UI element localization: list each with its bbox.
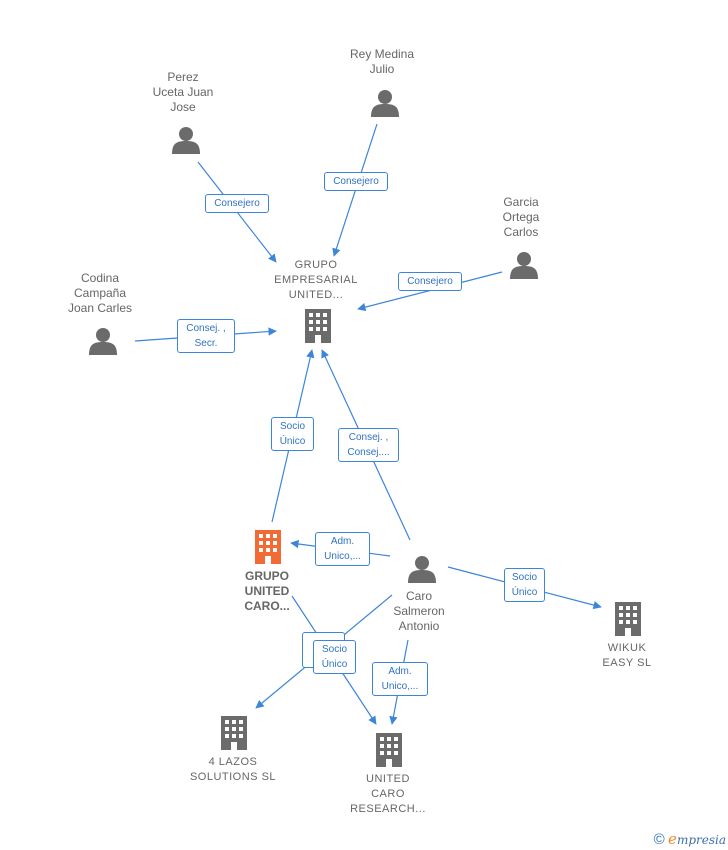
label-line: Salmeron bbox=[393, 604, 445, 618]
person-icon-rey[interactable] bbox=[371, 90, 399, 117]
edge-label-line: Consejero bbox=[407, 276, 453, 287]
edge-label-line: Consej.... bbox=[347, 447, 390, 458]
label-line: Codina bbox=[80, 271, 120, 285]
node-label-codina[interactable]: Codina Campaña Joan Carles bbox=[45, 271, 155, 316]
label-line: Ortega bbox=[502, 210, 540, 224]
label-line: EMPRESARIAL bbox=[274, 274, 358, 286]
building-icon-grupo-united-caro[interactable] bbox=[255, 530, 281, 564]
label-line: UNITED bbox=[244, 584, 290, 598]
label-line: UNITED bbox=[366, 773, 410, 785]
node-label-garcia[interactable]: Garcia Ortega Carlos bbox=[466, 195, 576, 240]
label-line: Carlos bbox=[503, 225, 539, 239]
edge-label-caro-guc[interactable]: Adm. Unico,... bbox=[315, 532, 370, 566]
edge-label-line: Unico,... bbox=[324, 551, 361, 562]
edge-label-line: Adm. bbox=[330, 536, 355, 547]
edge-label-caro-grupo[interactable]: Consej. , Consej.... bbox=[338, 428, 399, 462]
label-line: Rey Medina bbox=[349, 47, 415, 61]
edge-label-guc-research[interactable]: Socio Único bbox=[313, 640, 356, 674]
edge-label-caro-research[interactable]: Adm. Unico,... bbox=[372, 662, 428, 696]
label-line: UNITED... bbox=[288, 289, 344, 301]
label-line: CARO bbox=[371, 788, 405, 800]
edge-label-line: Socio bbox=[511, 572, 537, 583]
node-label-grupo-united-caro[interactable]: GRUPO UNITED CARO... bbox=[212, 569, 322, 614]
edge-label-line: Único bbox=[511, 587, 538, 598]
empresia-logo[interactable]: © empresia bbox=[654, 830, 726, 848]
label-line: Campaña bbox=[73, 286, 127, 300]
building-icon-united-caro-research[interactable] bbox=[376, 733, 402, 767]
label-line: Garcia bbox=[503, 195, 539, 209]
label-line: Uceta Juan bbox=[152, 85, 214, 99]
label-line: SOLUTIONS SL bbox=[189, 771, 277, 783]
edge-label-line: Consej. , bbox=[186, 323, 226, 334]
label-line: CARO... bbox=[244, 599, 290, 613]
node-label-lazos[interactable]: 4 LAZOS SOLUTIONS SL bbox=[178, 755, 288, 785]
edge-label-line: Adm. bbox=[388, 666, 412, 677]
label-line: Perez bbox=[167, 70, 199, 84]
label-line: Caro bbox=[405, 589, 432, 603]
edge-label-codina-grupo[interactable]: Consej. , Secr. bbox=[177, 319, 235, 353]
node-label-perez[interactable]: Perez Uceta Juan Jose bbox=[128, 70, 238, 115]
edge-label-line: Único bbox=[279, 436, 306, 447]
label-line: GRUPO bbox=[294, 259, 338, 271]
edge-label-line: Consej. , bbox=[348, 432, 389, 443]
node-label-wikuk[interactable]: WIKUK EASY SL bbox=[572, 641, 682, 671]
edge-label-line: Socio bbox=[279, 421, 305, 432]
person-icon-caro[interactable] bbox=[408, 556, 436, 583]
building-icon-grupo-empresarial[interactable] bbox=[305, 309, 331, 343]
brand-name: mpresia bbox=[676, 833, 726, 847]
node-label-united-caro-research[interactable]: UNITED CARO RESEARCH... bbox=[333, 772, 443, 817]
edge-label-rey-grupo[interactable]: Consejero bbox=[324, 172, 388, 191]
label-line: EASY SL bbox=[602, 657, 652, 669]
edge-label-line: Único bbox=[321, 659, 348, 670]
person-icon-perez[interactable] bbox=[172, 127, 200, 154]
building-icon-lazos[interactable] bbox=[221, 716, 247, 750]
node-label-caro[interactable]: Caro Salmeron Antonio bbox=[364, 589, 474, 634]
label-line: 4 LAZOS bbox=[208, 756, 258, 768]
edge-label-line: Unico,... bbox=[381, 681, 419, 692]
person-icon-codina[interactable] bbox=[89, 328, 117, 355]
edge-label-perez-grupo[interactable]: Consejero bbox=[205, 194, 269, 213]
label-line: Antonio bbox=[398, 619, 440, 633]
building-icon-wikuk[interactable] bbox=[615, 602, 641, 636]
edge-label-line: Consejero bbox=[214, 198, 260, 209]
node-label-grupo-empresarial[interactable]: GRUPO EMPRESARIAL UNITED... bbox=[261, 258, 371, 303]
label-line: RESEARCH... bbox=[350, 803, 426, 815]
label-line: Jose bbox=[170, 100, 196, 114]
person-icon-garcia[interactable] bbox=[510, 252, 538, 279]
edge-label-caro-wikuk[interactable]: Socio Único bbox=[504, 568, 545, 602]
label-line: WIKUK bbox=[607, 642, 647, 654]
copyright-icon: © bbox=[653, 831, 665, 848]
node-label-rey[interactable]: Rey Medina Julio bbox=[327, 47, 437, 77]
edge-label-line: Socio bbox=[321, 644, 347, 655]
edge-label-garcia-grupo[interactable]: Consejero bbox=[398, 272, 462, 291]
label-line: Julio bbox=[369, 62, 395, 76]
label-line: GRUPO bbox=[244, 569, 289, 583]
brand-initial: e bbox=[668, 830, 677, 848]
edge-label-line: Consejero bbox=[333, 176, 379, 187]
edge-label-guc-grupo[interactable]: Socio Único bbox=[271, 417, 314, 451]
edge-label-line: Secr. bbox=[194, 338, 218, 349]
label-line: Joan Carles bbox=[67, 301, 133, 315]
